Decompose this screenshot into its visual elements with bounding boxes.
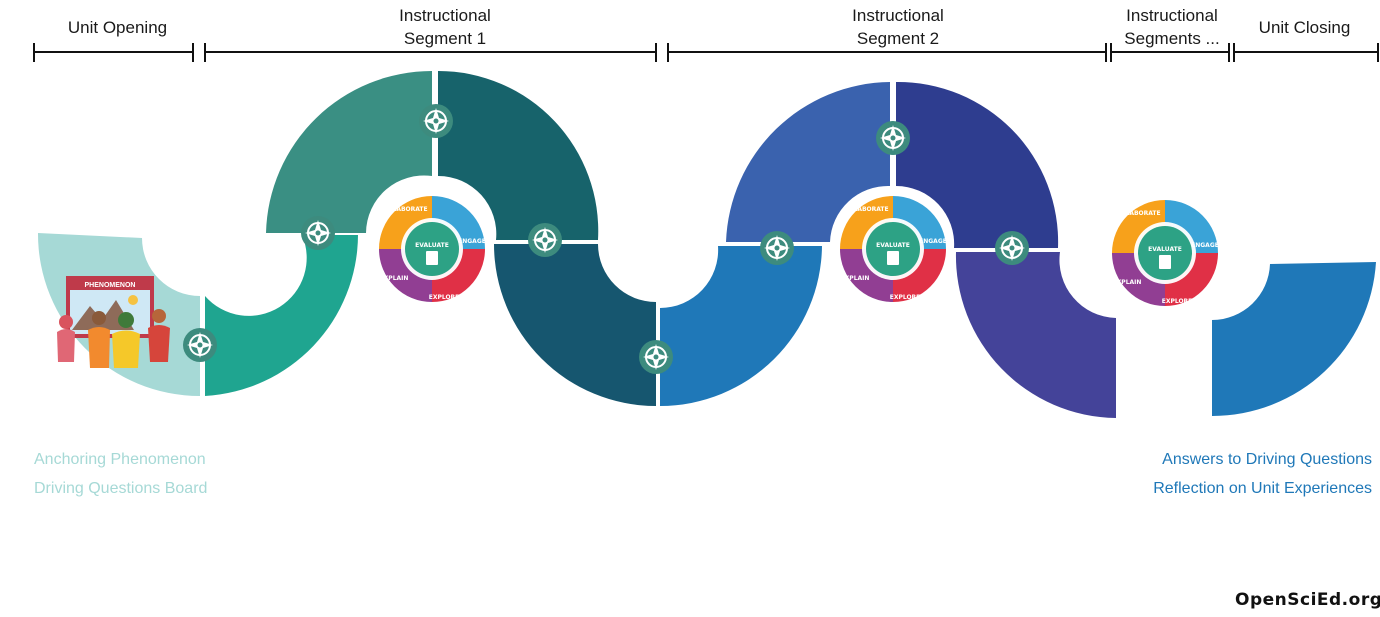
segment-label-text: Instructional xyxy=(399,6,491,25)
cycle-phase-engage: ENGAGE xyxy=(919,238,947,245)
cycle-phase-explore: EXPLORE xyxy=(429,294,460,301)
cycle-center-label: EVALUATE xyxy=(876,242,910,249)
cycle-center-label: EVALUATE xyxy=(415,242,449,249)
segment-label-text: Instructional xyxy=(1126,6,1218,25)
segment-label-unit-opening: Unit Opening xyxy=(45,16,190,39)
segment-label-instructional-1: Instructional Segment 1 xyxy=(360,4,530,50)
segment-label-text-2: Segment 1 xyxy=(403,29,487,48)
cycle-phase-explain: EXPLAIN xyxy=(1113,279,1142,286)
segment-label-instructional-more: Instructional Segments ... xyxy=(1112,4,1232,50)
timeline-brackets xyxy=(33,43,1379,62)
segment-2-wave xyxy=(660,81,1116,418)
segment-label-unit-closing: Unit Closing xyxy=(1237,16,1372,39)
compass-icon xyxy=(418,103,454,139)
compass-icon xyxy=(182,327,218,363)
phenomenon-illustration: PHENOMENON xyxy=(57,276,170,368)
phenomenon-card-title: PHENOMENON xyxy=(85,282,136,289)
compass-icon xyxy=(527,222,563,258)
brand-logo-text: OpenSciEd.org xyxy=(1235,590,1380,610)
opening-caption-anchoring: Anchoring Phenomenon xyxy=(34,451,206,468)
students-icon xyxy=(57,309,170,368)
cycle-phase-explore: EXPLORE xyxy=(890,294,921,301)
segment-1-wave xyxy=(205,70,656,406)
segment-label-text-2: Segment 2 xyxy=(856,29,940,48)
compass-icon xyxy=(300,215,336,251)
closing-band xyxy=(1212,262,1376,417)
learning-cycle-wheel: EVALUATE ELABORATE ENGAGE EXPLORE EXPLAI… xyxy=(836,192,950,306)
segment-label-text: Instructional xyxy=(852,6,944,25)
compass-icon xyxy=(759,230,795,266)
compass-icon xyxy=(875,120,911,156)
segment-label-text: Unit Opening xyxy=(67,18,168,37)
learning-cycle-wheel: EVALUATE ELABORATE ENGAGE EXPLORE EXPLAI… xyxy=(375,192,489,306)
cycle-phase-engage: ENGAGE xyxy=(458,238,486,245)
closing-captions: Answers to Driving Questions Reflection … xyxy=(1153,445,1372,503)
cycle-phase-elaborate: ELABORATE xyxy=(388,206,427,213)
compass-icon xyxy=(994,230,1030,266)
cycle-center-label: EVALUATE xyxy=(1148,246,1182,253)
cycle-phase-elaborate: ELABORATE xyxy=(1121,210,1160,217)
learning-cycle-wheel: EVALUATE ELABORATE ENGAGE EXPLORE EXPLAI… xyxy=(1108,196,1222,310)
cycle-phase-engage: ENGAGE xyxy=(1191,242,1219,249)
cycle-phase-elaborate: ELABORATE xyxy=(849,206,888,213)
closing-caption-answers: Answers to Driving Questions xyxy=(1162,451,1372,468)
cycle-phase-explain: EXPLAIN xyxy=(380,275,409,282)
opening-captions: Anchoring Phenomenon Driving Questions B… xyxy=(34,445,207,503)
opening-caption-dqb: Driving Questions Board xyxy=(34,480,208,497)
closing-caption-reflection: Reflection on Unit Experiences xyxy=(1153,480,1372,497)
segment-label-instructional-2: Instructional Segment 2 xyxy=(813,4,983,50)
segment-label-text: Unit Closing xyxy=(1258,18,1351,37)
segment-label-text-2: Segments ... xyxy=(1124,29,1220,48)
cycle-phase-explore: EXPLORE xyxy=(1162,298,1193,305)
cycle-phase-explain: EXPLAIN xyxy=(841,275,870,282)
compass-icon xyxy=(638,339,674,375)
